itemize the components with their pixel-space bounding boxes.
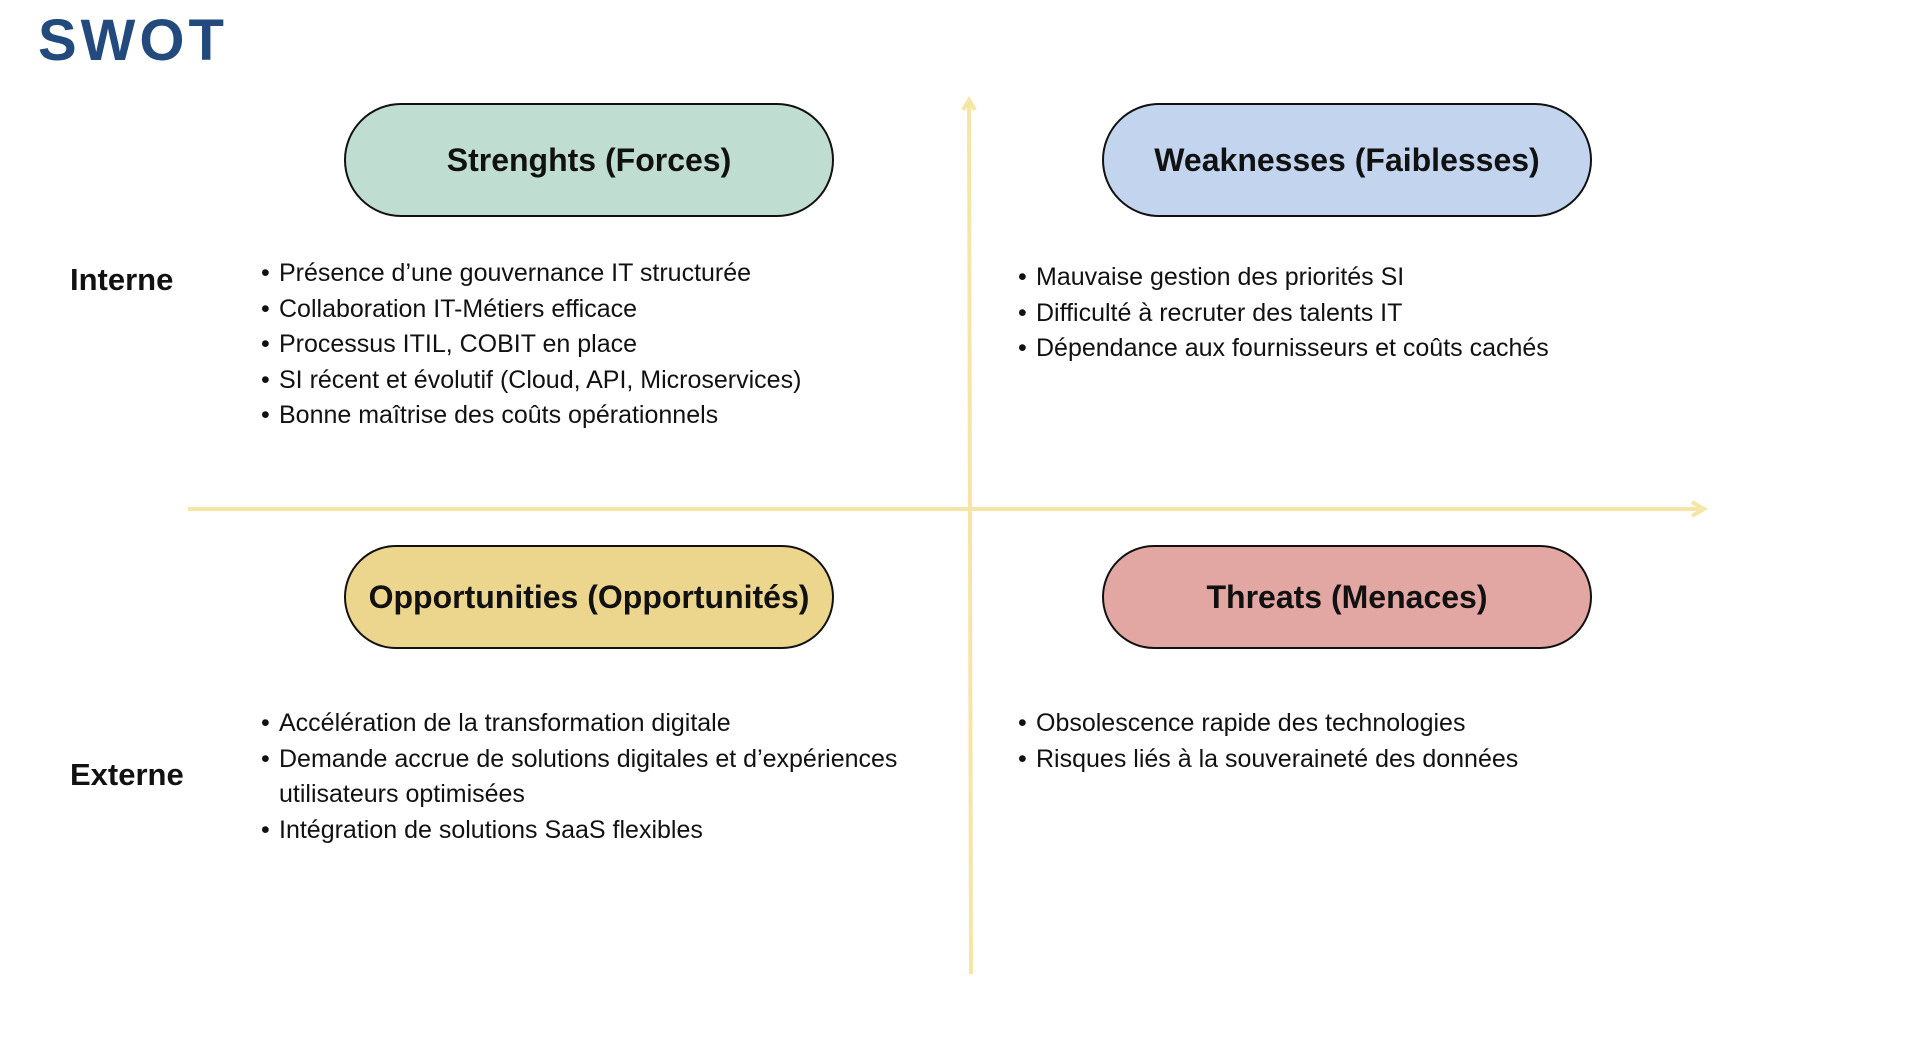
row-label-externe: Externe [70,757,184,792]
weaknesses-header: Weaknesses (Faiblesses) [1102,103,1592,217]
row-label-interne: Interne [70,262,174,297]
horizontal-axis-arrowhead [1690,500,1708,518]
list-item: Collaboration IT-Métiers efficace [261,292,961,328]
list-item: Risques liés à la souveraineté des donné… [1018,742,1718,778]
page-title: SWOT [38,8,228,73]
opportunities-list: Accélération de la transformation digita… [261,706,961,848]
vertical-axis-arrowhead [961,96,977,112]
list-item: Obsolescence rapide des technologies [1018,706,1718,742]
strengths-list: Présence d’une gouvernance IT structurée… [261,256,961,434]
list-item: Présence d’une gouvernance IT structurée [261,256,961,292]
list-item: Difficulté à recruter des talents IT [1018,296,1718,332]
weaknesses-list: Mauvaise gestion des priorités SI Diffic… [1018,260,1718,367]
list-item: Bonne maîtrise des coûts opérationnels [261,398,961,434]
list-item: Dépendance aux fournisseurs et coûts cac… [1018,331,1718,367]
list-item: Accélération de la transformation digita… [261,706,961,742]
vertical-axis [967,99,973,975]
threats-list: Obsolescence rapide des technologies Ris… [1018,706,1718,777]
list-item: SI récent et évolutif (Cloud, API, Micro… [261,363,961,399]
list-item: Mauvaise gestion des priorités SI [1018,260,1718,296]
opportunities-header: Opportunities (Opportunités) [344,545,834,649]
strengths-header: Strenghts (Forces) [344,103,834,217]
threats-header: Threats (Menaces) [1102,545,1592,649]
list-item: Intégration de solutions SaaS flexibles [261,813,961,849]
list-item: Demande accrue de solutions digitales et… [261,742,961,813]
list-item: Processus ITIL, COBIT en place [261,327,961,363]
